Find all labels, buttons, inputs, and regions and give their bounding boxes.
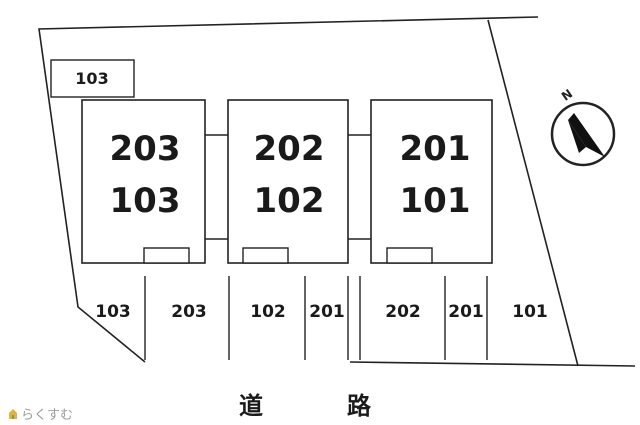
parking-slot-2: 203 (171, 302, 207, 322)
brand-logo: らくすむ (8, 404, 73, 423)
parking-slot-3: 102 (250, 302, 286, 322)
parking-slot-1: 103 (95, 302, 131, 322)
corner-slot-box (50, 59, 135, 98)
building-1-lower: 103 (110, 181, 181, 221)
parking-slot-4: 201 (309, 302, 345, 322)
entrance-1 (143, 247, 190, 264)
compass-north-letter: N (559, 87, 575, 104)
entrance-3 (386, 247, 433, 264)
site-boundary-right (487, 19, 579, 367)
compass-icon: N (550, 87, 616, 167)
building-3-upper: 201 (400, 129, 471, 169)
building-2-upper: 202 (254, 129, 325, 169)
site-boundary (38, 16, 539, 363)
parking-slot-7: 101 (512, 302, 548, 322)
parking-dividers (144, 276, 488, 360)
parking-slot-5: 202 (385, 302, 421, 322)
house-icon (9, 408, 17, 419)
building-2: 202 102 (227, 99, 349, 264)
brand-name: らくすむ (21, 408, 74, 423)
entrance-2 (242, 247, 289, 264)
parking-slot-6: 201 (448, 302, 484, 322)
road-label: 道 路 (239, 392, 401, 420)
building-2-lower: 102 (254, 181, 325, 221)
parking-slots: 103 203 102 201 202 201 101 (95, 302, 548, 322)
building-1-upper: 203 (110, 129, 181, 169)
building-connectors (205, 134, 371, 240)
building-1: 203 103 (81, 99, 206, 264)
building-3: 201 101 (370, 99, 493, 264)
road-line (349, 361, 636, 367)
corner-slot-label: 103 (75, 69, 108, 88)
building-3-lower: 101 (400, 181, 471, 221)
